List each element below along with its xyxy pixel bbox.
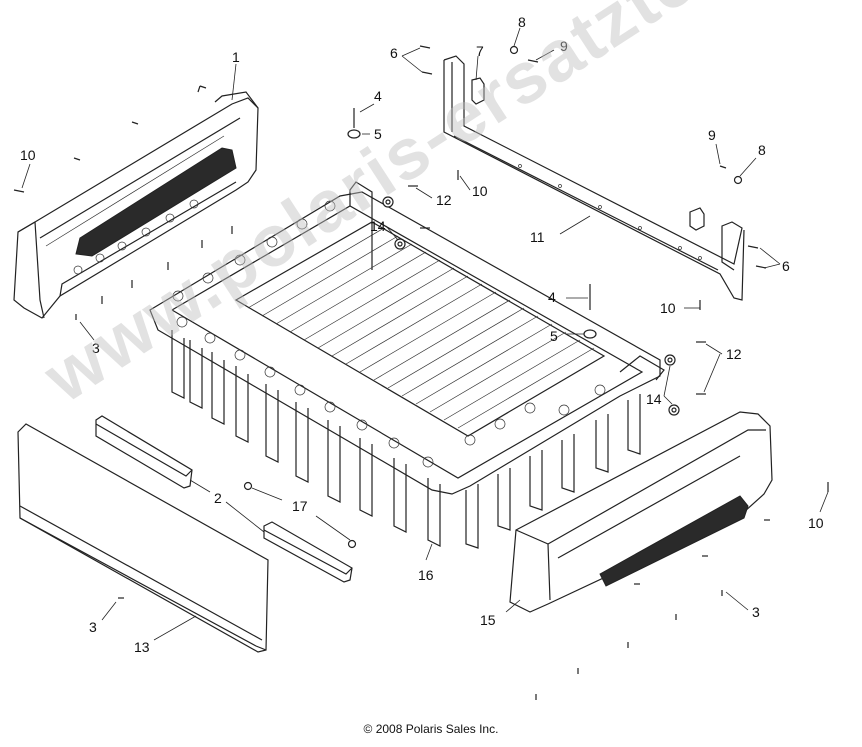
panel-part-13 xyxy=(17,423,269,653)
callout-4: 4 xyxy=(548,289,556,305)
callout-4: 4 xyxy=(374,88,382,104)
strip-part-2 xyxy=(95,415,353,583)
callout-5: 5 xyxy=(374,126,382,142)
callout-14: 14 xyxy=(370,218,386,234)
callout-8: 8 xyxy=(758,142,766,158)
callout-9: 9 xyxy=(708,127,716,143)
leader-lines xyxy=(21,27,829,641)
callout-12: 12 xyxy=(436,192,452,208)
callout-3: 3 xyxy=(89,619,97,635)
callout-16: 16 xyxy=(418,567,434,583)
callout-3: 3 xyxy=(92,340,100,356)
callout-13: 13 xyxy=(134,639,150,655)
callout-7: 7 xyxy=(476,43,484,59)
callout-10: 10 xyxy=(808,515,824,531)
callout-14: 14 xyxy=(646,391,662,407)
callout-15: 15 xyxy=(480,612,496,628)
callout-1: 1 xyxy=(232,49,240,65)
callout-17: 17 xyxy=(292,498,308,514)
callout-12: 12 xyxy=(726,346,742,362)
callout-9: 9 xyxy=(560,38,568,54)
side-panel-part-15 xyxy=(509,411,773,613)
callout-10: 10 xyxy=(660,300,676,316)
rear-frame-part-11 xyxy=(443,55,745,301)
callout-5: 5 xyxy=(550,328,558,344)
callout-6: 6 xyxy=(390,45,398,61)
cargo-box-part-16 xyxy=(149,181,665,549)
callout-labels: 1 2 3 3 3 4 4 5 5 6 6 7 8 8 9 9 10 10 10… xyxy=(20,14,824,655)
callout-3: 3 xyxy=(752,604,760,620)
front-panel-part-1 xyxy=(13,91,259,319)
callout-11: 11 xyxy=(530,229,545,245)
callout-6: 6 xyxy=(782,258,790,274)
callout-10: 10 xyxy=(472,183,488,199)
callout-2: 2 xyxy=(214,490,222,506)
fasteners xyxy=(13,45,829,700)
copyright-notice: © 2008 Polaris Sales Inc. xyxy=(363,722,499,736)
callout-8: 8 xyxy=(518,14,526,30)
bracket-part-7 xyxy=(471,77,705,231)
callout-10: 10 xyxy=(20,147,36,163)
